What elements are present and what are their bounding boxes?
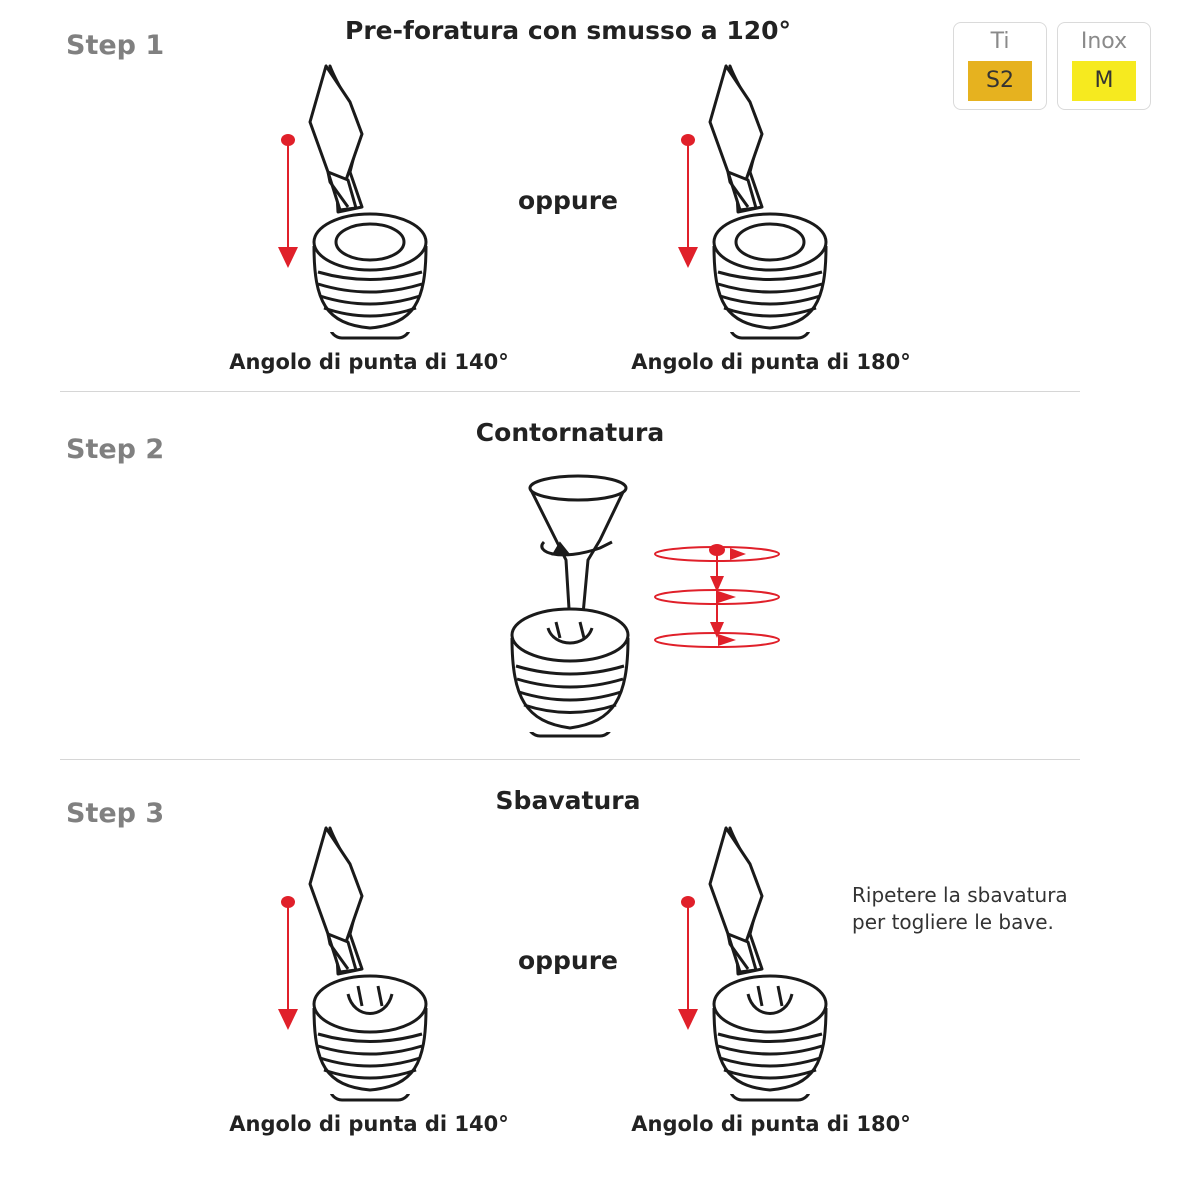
drill-bit-icon <box>308 826 364 976</box>
drill-bit-icon <box>708 826 764 976</box>
contouring-illustration <box>510 474 780 738</box>
arrow-down-icon <box>278 134 298 268</box>
thread-insert-icon <box>312 212 428 340</box>
badge-label: Inox <box>1080 29 1128 54</box>
step-title: Contornatura <box>475 418 665 447</box>
separator-text: oppure <box>517 946 619 975</box>
step-title: Sbavatura <box>495 786 641 815</box>
drill-illustration <box>678 826 828 1102</box>
step-label: Step 2 <box>66 434 165 465</box>
material-badge-ti: Ti S2 <box>953 22 1047 110</box>
step-title: Pre-foratura con smusso a 120° <box>344 16 792 45</box>
thread-insert-icon <box>712 974 828 1102</box>
drill-illustration <box>678 64 828 340</box>
arrow-down-icon <box>278 896 298 1030</box>
drill-illustration <box>278 64 428 340</box>
rotation-arrow-icon <box>540 540 613 557</box>
note-line: Ripetere la sbavatura <box>852 883 1068 907</box>
thread-insert-icon <box>510 607 630 738</box>
instruction-note: Ripetere la sbavatura per togliere le ba… <box>852 882 1068 936</box>
drill-illustration <box>278 826 428 1102</box>
drill-bit-icon <box>708 64 764 214</box>
drill-caption: Angolo di punta di 140° <box>229 1112 509 1136</box>
drill-bit-icon <box>308 64 364 214</box>
arrow-down-icon <box>678 896 698 1030</box>
drill-caption: Angolo di punta di 180° <box>631 350 911 374</box>
note-line: per togliere le bave. <box>852 910 1054 934</box>
badge-code: M <box>1072 61 1136 101</box>
material-badge-inox: Inox M <box>1057 22 1151 110</box>
arrow-down-icon <box>709 544 746 646</box>
drill-caption: Angolo di punta di 140° <box>229 350 509 374</box>
step-label: Step 3 <box>66 798 165 829</box>
section-divider <box>60 391 1080 392</box>
step-label: Step 1 <box>66 30 165 61</box>
separator-text: oppure <box>517 186 619 215</box>
drill-caption: Angolo di punta di 180° <box>631 1112 911 1136</box>
arrow-down-icon <box>678 134 698 268</box>
thread-insert-icon <box>312 974 428 1102</box>
badge-label: Ti <box>990 29 1010 54</box>
section-divider <box>60 759 1080 760</box>
thread-insert-icon <box>712 212 828 340</box>
badge-code: S2 <box>968 61 1032 101</box>
